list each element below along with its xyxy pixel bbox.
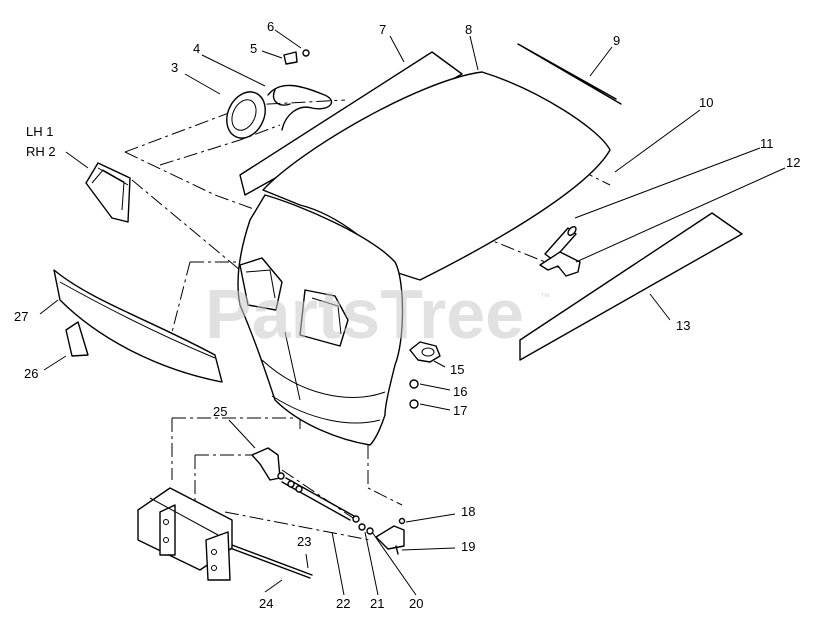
part-26-emblem [65,321,89,357]
mounting-frame [137,487,233,581]
callout-13: 13 [676,318,690,333]
callout-labels: LH 1 RH 2 3 4 5 6 7 8 9 10 11 12 13 15 1… [14,19,800,611]
callout-6: 6 [267,19,274,34]
callout-5: 5 [250,41,257,56]
callout-11: 11 [760,136,774,151]
callout-17: 17 [453,403,467,418]
watermark-trademark: ™ [540,292,550,303]
callout-24: 24 [259,596,273,611]
part-12-latch [539,251,581,277]
nose-headlight-opening-right [299,289,349,347]
nose-headlight-opening-left [239,257,283,311]
part-4-harness [267,84,333,131]
callout-rh-2: RH 2 [26,144,56,159]
callout-20: 20 [409,596,423,611]
part-3-headlight [226,91,266,139]
callout-10: 10 [699,95,713,110]
part-24-rod [229,544,313,579]
callout-4: 4 [193,41,200,56]
part-27-front-strip [53,269,223,383]
callout-8: 8 [465,22,472,37]
callout-21: 21 [370,596,384,611]
part-13-trim-strip [519,212,743,361]
callout-26: 26 [24,366,38,381]
callout-15: 15 [450,362,464,377]
hinge-rod-assembly [277,472,374,535]
callout-lh-1: LH 1 [26,124,53,139]
part-9-seal-strip [517,43,622,105]
part-5-bracket [283,51,298,65]
callout-16: 16 [453,384,467,399]
part-15-handle [409,341,441,363]
watermark: PartsTree [205,275,524,353]
callout-18: 18 [461,504,475,519]
callout-19: 19 [461,539,475,554]
callout-3: 3 [171,60,178,75]
leader-lines [39,29,786,596]
part-1-2-headlight-bezel [85,162,131,223]
part-16-nut [409,379,419,389]
part-7-trim-strip [239,51,463,196]
part-6-screw [302,49,310,57]
part-18-19-hinge-bracket [375,525,405,550]
callout-9: 9 [613,33,620,48]
part-17-washer [409,399,419,409]
callout-23: 23 [297,534,311,549]
callout-22: 22 [336,596,350,611]
callout-12: 12 [786,155,800,170]
callout-27: 27 [14,309,28,324]
part-25-bracket [251,447,281,481]
callout-25: 25 [213,404,227,419]
callout-7: 7 [379,22,386,37]
